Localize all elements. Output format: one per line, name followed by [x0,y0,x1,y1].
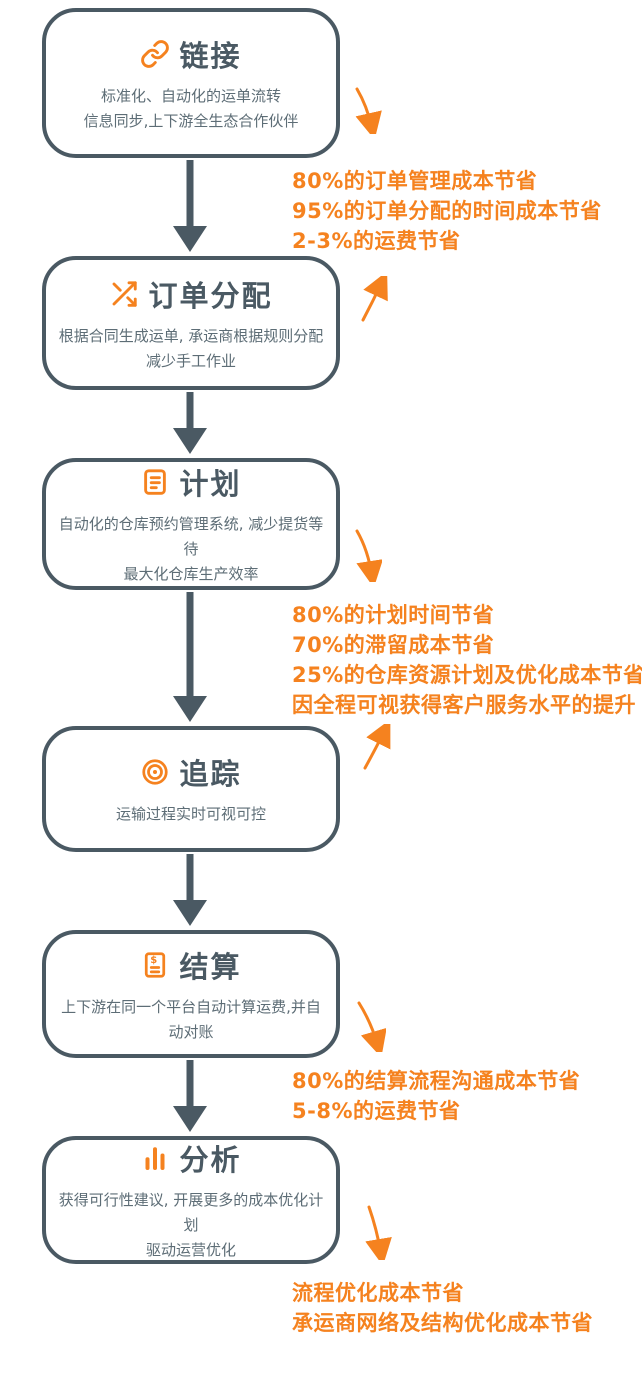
shuffle-icon [109,279,139,309]
description-line: 驱动运营优化 [145,1240,236,1259]
bullseye-icon [140,757,170,787]
step-description: 标准化、自动化的运单流转 信息同步,上下游全生态合作伙伴 [84,84,299,134]
benefit-note: 80%的结算流程沟通成本节省 5-8%的运费节省 [292,1066,580,1126]
step-title: 追踪 [179,757,242,792]
step-box-link: 链接 标准化、自动化的运单流转 信息同步,上下游全生态合作伙伴 [42,8,340,158]
flow-arrow-down [173,854,207,926]
step-box-track: 追踪 运输过程实时可视可控 [42,726,340,852]
step-title-row: 计划 [140,461,241,503]
benefit-line: 承运商网络及结构优化成本节省 [292,1311,593,1335]
clipboard-list-icon [140,467,170,497]
bar-chart-icon [140,1143,170,1173]
description-line: 自动化的仓库预约管理系统, 减少提货等待 [58,515,324,559]
step-box-plan: 计划 自动化的仓库预约管理系统, 减少提货等待 最大化仓库生产效率 [42,458,340,590]
step-description: 获得可行性建议, 开展更多的成本优化计划 驱动运营优化 [58,1188,324,1262]
benefit-line: 25%的仓库资源计划及优化成本节省 [292,663,642,687]
benefit-line: 95%的订单分配的时间成本节省 [292,199,602,223]
benefit-note: 流程优化成本节省 承运商网络及结构优化成本节省 [292,1278,593,1338]
sketch-arrow-down-icon [355,87,382,134]
sketch-arrow-down-icon [357,1001,386,1052]
step-description: 上下游在同一个平台自动计算运费,并自动对账 [58,995,324,1045]
step-title: 分析 [179,1143,242,1178]
step-title: 计划 [179,467,242,502]
flow-arrow-down [173,1060,207,1132]
benefit-line: 流程优化成本节省 [292,1281,464,1305]
step-box-order-allocation: 订单分配 根据合同生成运单, 承运商根据规则分配 减少手工作业 [42,256,340,390]
sketch-arrow-down-icon [355,529,382,582]
description-line: 根据合同生成运单, 承运商根据规则分配 [58,326,324,345]
step-title: 链接 [179,38,242,73]
step-title: 订单分配 [148,278,273,313]
step-title: 结算 [179,949,242,984]
chain-link-icon [140,39,170,69]
step-description: 自动化的仓库预约管理系统, 减少提货等待 最大化仓库生产效率 [58,512,324,586]
step-title-row: 订单分配 [109,273,272,315]
step-title-row: $ 结算 [140,944,241,986]
benefit-line: 80%的结算流程沟通成本节省 [292,1069,581,1093]
step-box-analysis: 分析 获得可行性建议, 开展更多的成本优化计划 驱动运营优化 [42,1136,340,1264]
step-title-row: 追踪 [140,751,241,793]
description-line: 最大化仓库生产效率 [123,564,259,583]
svg-text:$: $ [151,955,160,966]
flow-arrow-down [173,392,207,454]
benefit-line: 5-8%的运费节省 [292,1099,461,1123]
description-line: 获得可行性建议, 开展更多的成本优化计划 [58,1191,324,1235]
benefit-line: 2-3%的运费节省 [292,229,461,253]
description-line: 减少手工作业 [145,351,236,370]
step-box-settlement: $ 结算 上下游在同一个平台自动计算运费,并自动对账 [42,930,340,1058]
description-line: 运输过程实时可视可控 [115,805,266,824]
description-line: 标准化、自动化的运单流转 [100,86,281,105]
step-description: 运输过程实时可视可控 [116,802,266,827]
invoice-icon: $ [140,950,170,980]
sketch-arrow-up-icon [361,276,388,322]
sketch-arrow-down-icon [365,1205,392,1260]
benefit-line: 因全程可视获得客户服务水平的提升 [292,693,636,717]
benefit-line: 70%的滞留成本节省 [292,633,495,657]
step-title-row: 分析 [140,1137,241,1179]
flow-arrow-down [173,160,207,252]
step-description: 根据合同生成运单, 承运商根据规则分配 减少手工作业 [59,324,324,374]
description-line: 上下游在同一个平台自动计算运费,并自动对账 [61,997,321,1041]
description-line: 信息同步,上下游全生态合作伙伴 [83,111,299,130]
flow-arrow-down [173,592,207,722]
benefit-note: 80%的订单管理成本节省 95%的订单分配的时间成本节省 2-3%的运费节省 [292,166,602,256]
benefit-line: 80%的计划时间节省 [292,603,495,627]
step-title-row: 链接 [140,33,241,75]
benefit-line: 80%的订单管理成本节省 [292,169,538,193]
benefit-note: 80%的计划时间节省 70%的滞留成本节省 25%的仓库资源计划及优化成本节省 … [292,600,642,720]
sketch-arrow-up-icon [363,724,391,770]
